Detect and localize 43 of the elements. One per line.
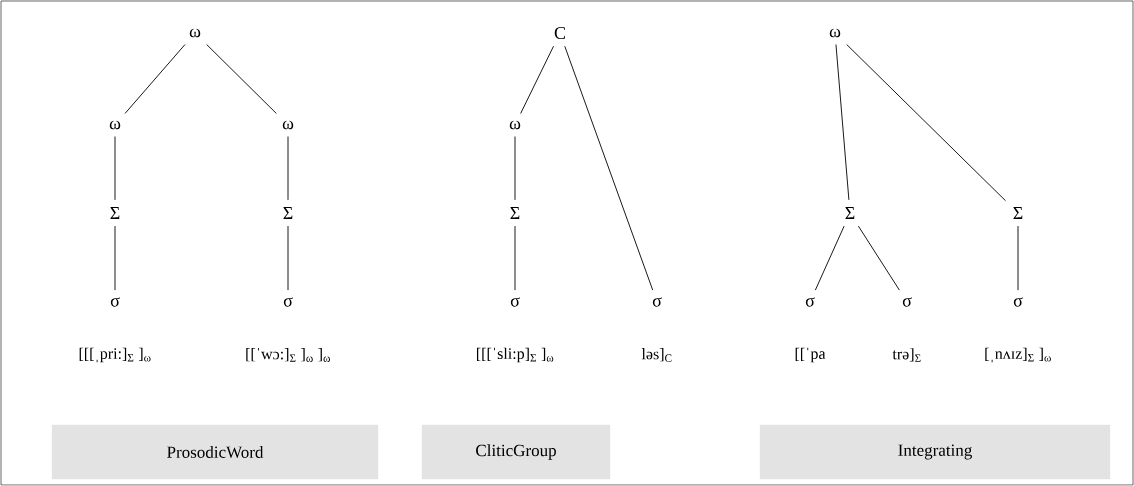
- transcription: ləs]$_{C}$: [641, 348, 672, 362]
- transcription: [[[ˌpri:]$_{Σ}$ ]$_{ω}$: [79, 347, 151, 363]
- branch-line: [114, 136, 116, 201]
- tree-symbol: Σ: [283, 207, 293, 219]
- tree-symbol: ω: [189, 28, 201, 38]
- branch-line: [287, 225, 289, 291]
- tree-symbol: σ: [1013, 297, 1023, 307]
- label-box: ProsodicWord: [51, 424, 379, 480]
- branch-line: [1017, 225, 1019, 291]
- tree-symbol: Σ: [510, 207, 520, 219]
- branch-line: [514, 136, 516, 201]
- branch-line: [514, 225, 516, 291]
- transcription: [[ˈpa: [795, 347, 826, 363]
- tree-symbol: Σ: [1013, 207, 1023, 219]
- transcription: trə]$_{Σ}$: [892, 348, 921, 362]
- tree-symbol: σ: [283, 297, 293, 307]
- tree-symbol: ω: [109, 120, 121, 130]
- transcription: [[ˈwɔ:]$_{Σ}$ ]$_{ω}$ ]$_{ω}$: [246, 348, 330, 362]
- tree-symbol: ω: [509, 120, 521, 130]
- branch-line: [520, 45, 554, 114]
- tree-symbol: σ: [110, 297, 120, 307]
- branch-line: [564, 45, 654, 291]
- tree-symbol: C: [554, 26, 565, 40]
- branch-line: [857, 225, 900, 291]
- tree-symbol: Σ: [845, 207, 855, 219]
- tree-symbol: Σ: [110, 207, 120, 219]
- branch-line: [814, 225, 845, 291]
- branch-line: [846, 44, 1006, 202]
- tree-symbol: ω: [829, 28, 841, 38]
- transcription: [ˌnʌɪz]$_{Σ}$ ]$_{ω}$: [985, 347, 1051, 363]
- tree-symbol: σ: [652, 297, 662, 307]
- branch-line: [287, 136, 289, 201]
- tree-symbol: σ: [805, 297, 815, 307]
- tree-symbol: σ: [902, 297, 912, 307]
- tree-symbol: ω: [282, 120, 294, 130]
- branch-line: [206, 44, 277, 114]
- label-box: Integrating: [759, 424, 1111, 480]
- branch-line: [124, 44, 186, 114]
- branch-line: [114, 225, 116, 291]
- branch-line: [835, 44, 850, 201]
- transcription: [[[ˈsli:p]$_{Σ}$ ]$_{ω}$: [477, 347, 554, 363]
- label-box: CliticGroup: [421, 424, 611, 480]
- tree-symbol: σ: [510, 297, 520, 307]
